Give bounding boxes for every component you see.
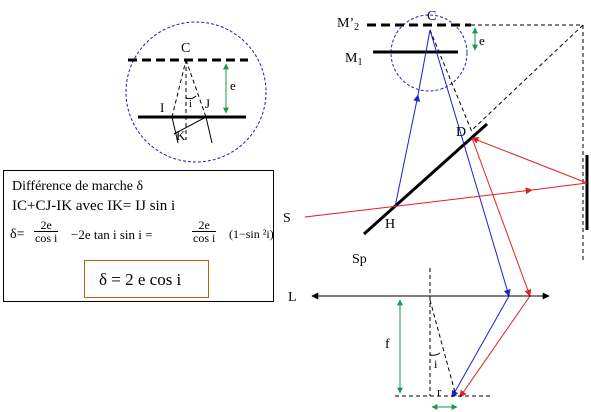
label-sp: Sp — [352, 252, 367, 267]
frac2-numerator: 2e — [198, 218, 210, 232]
label-m2: M’2 — [337, 16, 359, 33]
dashed-image-ray — [429, 29, 473, 133]
ray-blue-down — [429, 29, 511, 297]
mirror-circle — [390, 14, 468, 92]
zoom-label-K: K — [176, 128, 186, 143]
zoom-label-c: C — [181, 41, 190, 56]
label-l: L — [288, 290, 297, 305]
formula-title: Différence de marche δ — [12, 179, 144, 194]
zoom-label-J: J — [205, 96, 210, 111]
formula-frac2: 2e cos i — [192, 218, 217, 245]
ray-blue-focus — [451, 295, 510, 398]
zoom-ray-ic — [171, 59, 187, 118]
label-i-bottom: i — [434, 357, 438, 371]
zoom-ray-cj — [185, 59, 207, 118]
label-m1: M1 — [345, 51, 362, 68]
label-d: D — [456, 125, 466, 140]
label-f: f — [385, 337, 390, 352]
result-formula: δ = 2 e cos i — [99, 270, 182, 289]
label-r: r — [437, 384, 442, 399]
mirror-image-dotted — [471, 24, 584, 131]
ray-red-back — [471, 137, 588, 184]
zoom-ray-out — [205, 116, 213, 144]
label-h: H — [385, 217, 395, 232]
ray-red-focus — [459, 295, 531, 398]
zoom-angle-i — [185, 95, 197, 100]
label-e-top: e — [479, 33, 485, 48]
angle-i-bottom — [429, 352, 441, 356]
formula-path-difference: IC+CJ-IK avec IK= IJ sin i — [12, 198, 176, 214]
ray-red-source2 — [531, 182, 588, 191]
ray-red-down — [471, 137, 532, 297]
frac2-denominator: cos i — [192, 231, 217, 245]
zoom-label-i: i — [189, 98, 192, 110]
label-c-top: C — [427, 9, 436, 24]
ray-red-source — [304, 187, 533, 218]
zoom-circle — [125, 21, 267, 163]
formula-frac1: 2e cos i — [34, 218, 59, 245]
beam-splitter — [363, 122, 488, 236]
zoom-ray-in — [171, 116, 179, 144]
formula-middle: −2e tan i sin i = — [71, 227, 153, 242]
ray-blue-up — [394, 94, 421, 208]
result-box: δ = 2 e cos i — [84, 260, 209, 298]
zoom-perpendicular-k — [173, 116, 207, 135]
zoom-label-e: e — [230, 78, 236, 93]
formula-box: Différence de marche δ IC+CJ-IK avec IK=… — [3, 170, 274, 302]
frac1-denominator: cos i — [34, 231, 59, 245]
zoom-label-I: I — [160, 100, 164, 115]
dashed-focus-ray — [429, 299, 457, 397]
formula-delta-eq: δ= — [10, 227, 25, 242]
label-s: S — [283, 211, 291, 226]
frac1-numerator: 2e — [40, 218, 52, 232]
ray-blue-up2 — [417, 29, 431, 96]
formula-tail: (1−sin ²i) — [229, 227, 274, 241]
